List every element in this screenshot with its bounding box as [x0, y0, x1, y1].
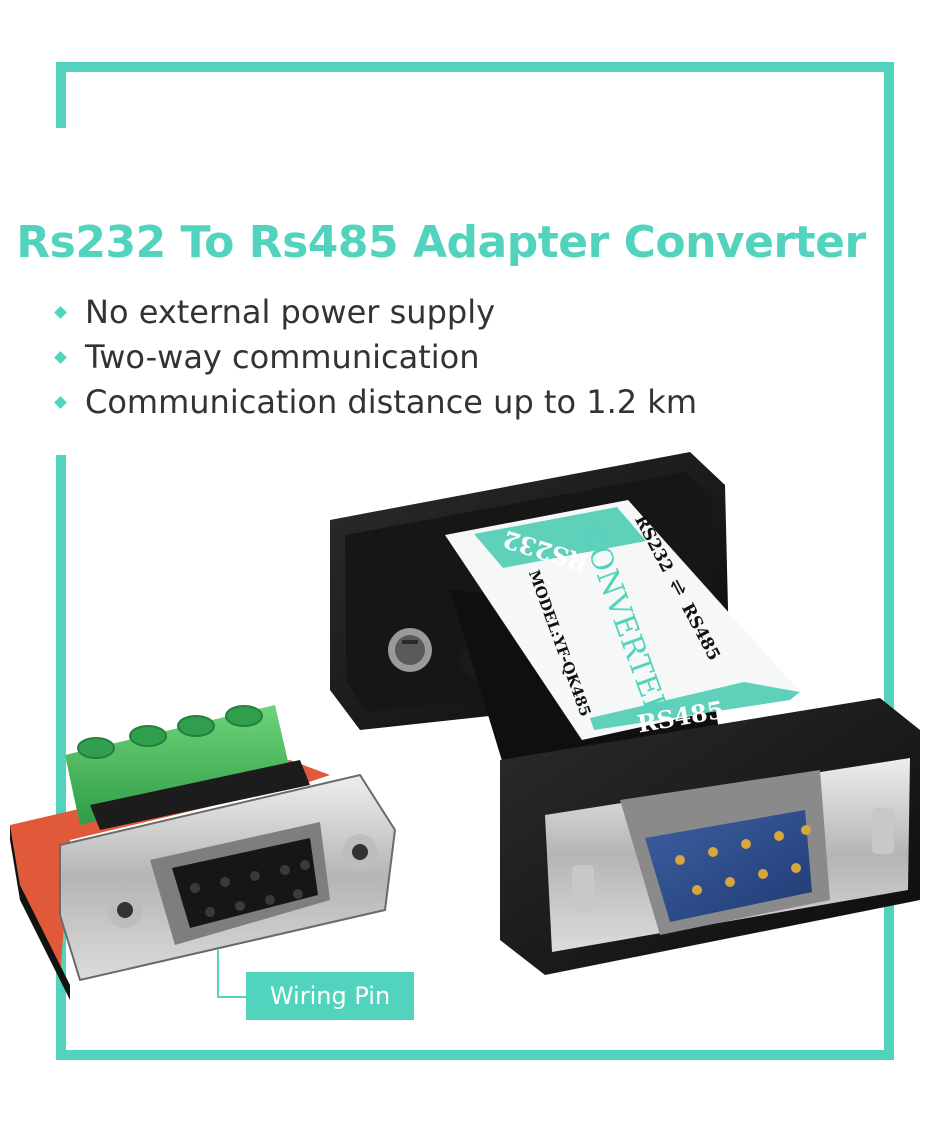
feature-text: Communication distance up to 1.2 km	[85, 383, 697, 421]
callout-line	[217, 950, 219, 998]
product-photo: RS232 CONVERTER MODEL:YF-QK485 RS232 ⇌ R…	[10, 452, 920, 1000]
feature-item: Communication distance up to 1.2 km	[52, 380, 697, 425]
feature-text: No external power supply	[85, 293, 496, 331]
frame-bottom	[56, 1050, 894, 1060]
converter-label: RS232 CONVERTER MODEL:YF-QK485 RS232 ⇌ R…	[445, 500, 800, 740]
diamond-bullet-icon	[54, 306, 67, 319]
feature-list: No external power supply Two-way communi…	[52, 290, 697, 425]
feature-item: Two-way communication	[52, 335, 697, 380]
thumbscrew-icon	[572, 865, 594, 911]
feature-text: Two-way communication	[85, 338, 480, 376]
frame-left-upper	[56, 62, 66, 128]
callout-line	[217, 996, 247, 998]
diamond-bullet-icon	[54, 351, 67, 364]
terminal-adapter	[10, 705, 397, 1000]
wiring-pin-callout: Wiring Pin	[246, 972, 414, 1020]
page-title: Rs232 To Rs485 Adapter Converter	[16, 217, 866, 269]
frame-top	[56, 62, 894, 72]
frame-left-lower	[56, 455, 66, 1060]
db9-male-pins	[675, 825, 811, 895]
frame-right	[884, 62, 894, 1060]
feature-item: No external power supply	[52, 290, 697, 335]
converter-front-housing	[500, 698, 920, 975]
diamond-bullet-icon	[54, 396, 67, 409]
screw-terminals	[77, 705, 263, 759]
db9-female-sockets	[190, 860, 310, 917]
thumbscrew-icon	[872, 808, 894, 854]
